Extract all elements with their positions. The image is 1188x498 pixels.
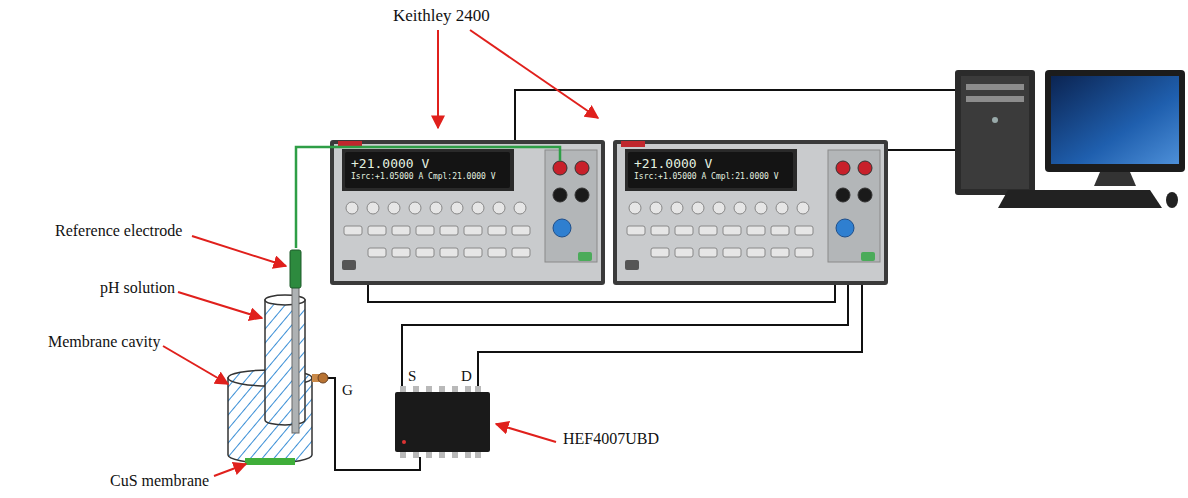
pin-name: G bbox=[342, 382, 353, 399]
display-panel: +21.0000 VIsrc:+1.05000 A Cmpl:21.0000 V bbox=[628, 152, 793, 188]
reference-wire bbox=[296, 147, 560, 248]
part-callout: Reference electrode bbox=[55, 222, 182, 240]
pin-name: S bbox=[408, 368, 416, 385]
display-readout: +21.0000 V bbox=[351, 156, 504, 172]
part-callout: CuS membrane bbox=[110, 472, 209, 490]
display-panel: +21.0000 VIsrc:+1.05000 A Cmpl:21.0000 V bbox=[345, 152, 510, 188]
computer bbox=[955, 70, 1185, 208]
callout-arrows bbox=[163, 30, 598, 476]
display-readout: +21.0000 V bbox=[634, 156, 787, 172]
cell-apparatus bbox=[228, 250, 328, 465]
part-callout: pH solution bbox=[100, 279, 175, 297]
display-readout: Isrc:+1.05000 A Cmpl:21.0000 V bbox=[634, 172, 787, 182]
sourcemeter bbox=[330, 140, 605, 285]
title-callout: Keithley 2400 bbox=[393, 6, 490, 26]
pin-name: D bbox=[461, 368, 472, 385]
part-callout: Membrane cavity bbox=[48, 333, 160, 351]
chip bbox=[395, 386, 490, 458]
display-readout: Isrc:+1.05000 A Cmpl:21.0000 V bbox=[351, 172, 504, 182]
sourcemeter bbox=[613, 140, 888, 285]
part-callout: HEF4007UBD bbox=[563, 430, 659, 448]
